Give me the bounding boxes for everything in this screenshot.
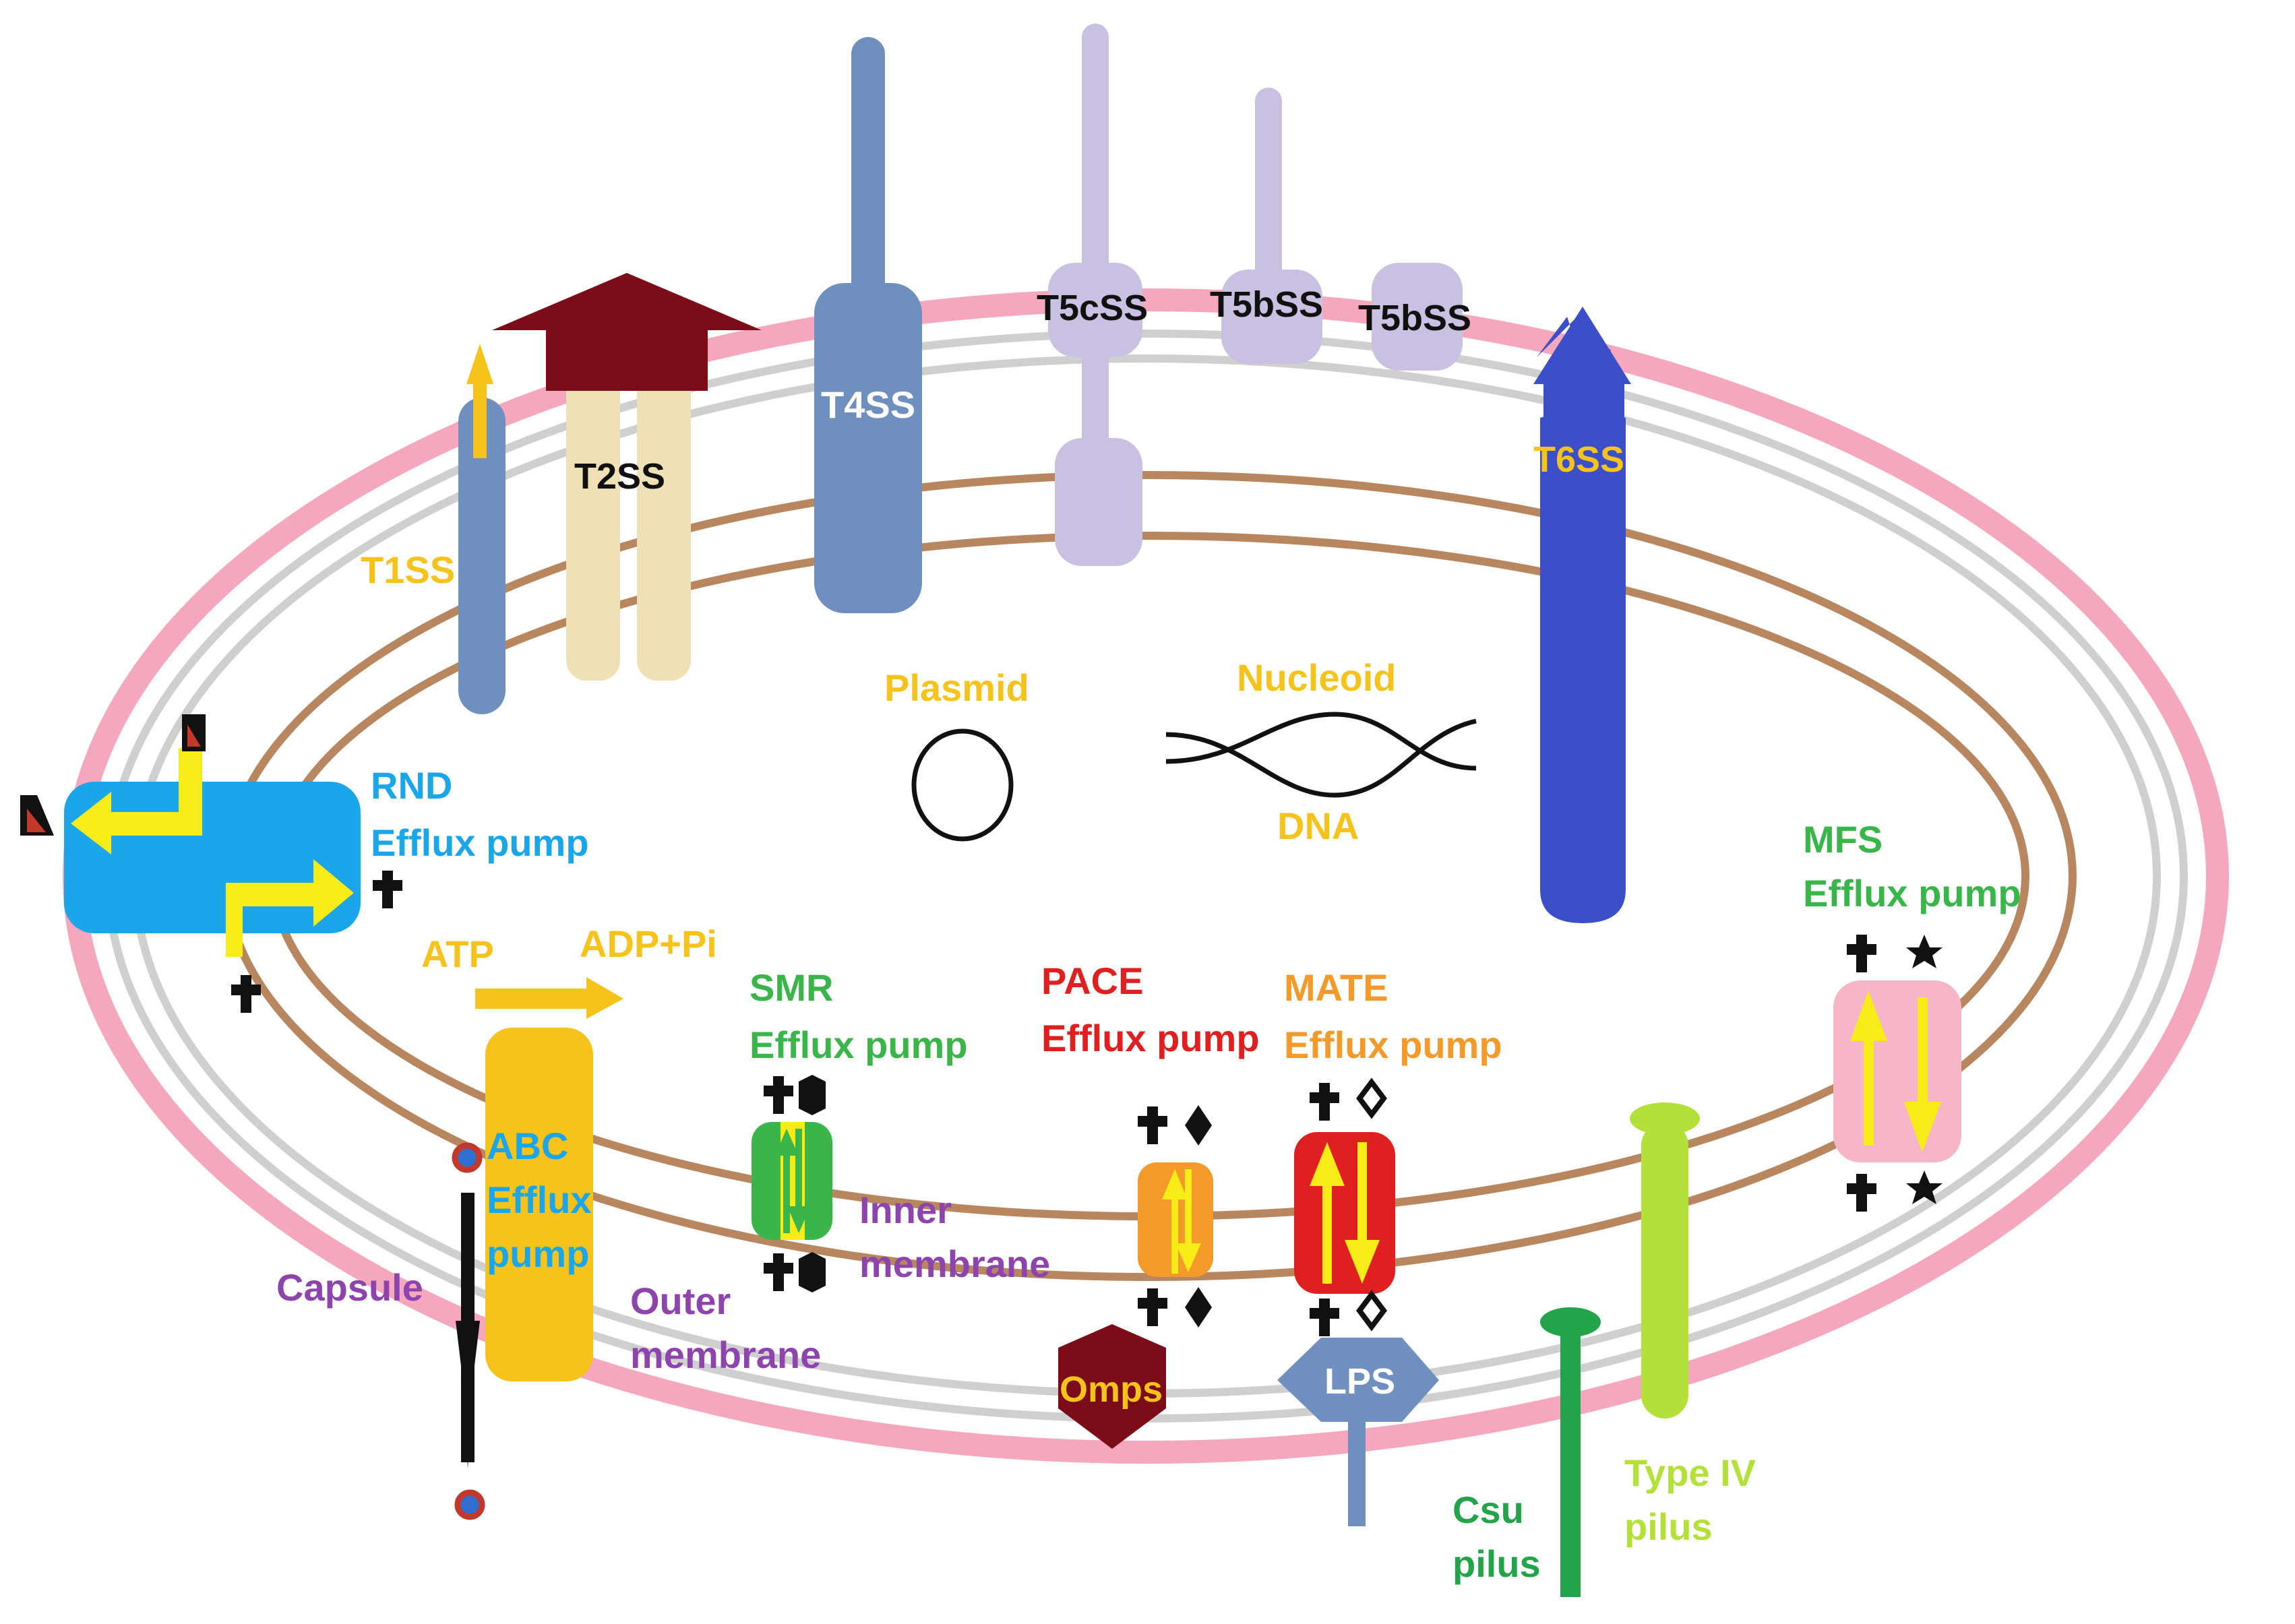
t5bss-label-1: T5bSS	[1210, 284, 1323, 325]
yellow-arrow-icon	[226, 859, 354, 957]
abc-label-2: Efflux	[487, 1179, 592, 1221]
inner-membrane-label: Inner	[859, 1189, 952, 1231]
abc-label: ABC	[487, 1125, 568, 1167]
plus-shaped-substrate-icon	[799, 1252, 826, 1292]
csu-pilus	[1540, 1307, 1601, 1597]
t1ss-secretion-system	[458, 344, 506, 714]
omps-label: Omps	[1060, 1369, 1163, 1410]
t5bss-secretion-system-2	[1372, 263, 1463, 371]
diamond-substrate-icon	[1185, 1287, 1212, 1328]
t6ss-secretion-system	[1533, 307, 1631, 923]
yellow-arrow-icon	[475, 977, 623, 1019]
adp-label: ADP+Pi	[580, 923, 717, 965]
outer-membrane-label-2: membrane	[630, 1334, 821, 1376]
atp-label: ATP	[421, 933, 494, 975]
mfs-label: MFS	[1803, 818, 1883, 861]
t5bss-label-2: T5bSS	[1358, 298, 1471, 338]
plus-shaped-substrate-icon	[764, 1253, 793, 1291]
mate-efflux-pump	[1294, 1132, 1395, 1294]
plus-shaped-substrate-icon	[1847, 935, 1876, 972]
yellow-arrow-icon	[1850, 991, 1887, 1146]
mfs-label-2: Efflux pump	[1803, 872, 2021, 914]
plus-shaped-substrate-icon	[373, 871, 402, 908]
t6ss-label: T6SS	[1533, 439, 1624, 480]
plus-shaped-substrate-icon	[1138, 1288, 1167, 1326]
smr-label: SMR	[749, 966, 833, 1009]
diamond-substrate-icon	[1359, 1294, 1384, 1327]
capsule-label: Capsule	[276, 1266, 423, 1309]
t2ss-label: T2SS	[574, 456, 665, 497]
mate-label-2: Efflux pump	[1284, 1024, 1502, 1066]
t2ss-secretion-system	[492, 273, 762, 681]
plasmid-label: Plasmid	[884, 666, 1029, 709]
rnd-label: RND	[371, 764, 452, 807]
rnd-efflux-pump	[64, 748, 361, 957]
diamond-substrate-icon	[1359, 1082, 1384, 1115]
nucleoid-label: Nucleoid	[1237, 656, 1396, 699]
omps-porin	[1058, 1324, 1166, 1449]
plus-shaped-substrate-icon	[764, 1076, 793, 1114]
csu-pilus-label-2: pilus	[1452, 1542, 1541, 1585]
inner-membrane-label-2: membrane	[859, 1243, 1050, 1285]
pace-label: PACE	[1041, 960, 1143, 1002]
smr-label-2: Efflux pump	[749, 1024, 968, 1066]
t5css-secretion-system	[1048, 24, 1142, 566]
csu-pilus-label: Csu	[1452, 1489, 1524, 1531]
dna-helix-icon	[1165, 712, 1477, 798]
mate-label: MATE	[1284, 966, 1388, 1009]
dna-label: DNA	[1277, 805, 1359, 847]
plus-shaped-substrate-icon	[1138, 1106, 1167, 1144]
plus-shaped-substrate-icon	[799, 1075, 826, 1115]
rnd-label-2: Efflux pump	[371, 821, 589, 864]
t5css-label: T5cSS	[1037, 288, 1148, 328]
star-substrate-icon	[1906, 935, 1942, 968]
diamond-substrate-icon	[1185, 1105, 1212, 1146]
lps-label: LPS	[1324, 1361, 1395, 1402]
capsule-polymer-icon	[452, 1142, 485, 1520]
plus-shaped-substrate-icon	[1310, 1299, 1339, 1336]
t4ss-label: T4SS	[821, 383, 915, 426]
t5bss-secretion-system-1	[1221, 88, 1322, 364]
yellow-arrow-icon	[1904, 997, 1941, 1152]
pace-efflux-pump	[1138, 1162, 1213, 1277]
outer-membrane-label: Outer	[630, 1280, 731, 1322]
lps-molecule	[1277, 1338, 1439, 1526]
mfs-efflux-pump	[1833, 980, 1961, 1162]
plasmid-icon	[911, 728, 1014, 842]
type-iv-pilus-label-2: pilus	[1624, 1505, 1713, 1548]
t2ss-cap	[492, 273, 762, 391]
yellow-arrow-icon	[71, 748, 202, 854]
abc-label-3: pump	[487, 1232, 589, 1275]
type-iv-pilus-label: Type IV	[1624, 1451, 1756, 1494]
t1ss-label: T1SS	[361, 549, 455, 591]
abc-efflux-pump	[485, 1028, 593, 1381]
t4ss-secretion-system	[814, 37, 922, 613]
plus-shaped-substrate-icon	[1847, 1174, 1876, 1212]
smr-efflux-pump	[752, 1122, 832, 1240]
type-iv-pilus	[1630, 1102, 1700, 1418]
yellow-arrow-icon	[466, 344, 493, 384]
pace-label-2: Efflux pump	[1041, 1017, 1260, 1059]
plus-shaped-substrate-icon	[1310, 1083, 1339, 1121]
